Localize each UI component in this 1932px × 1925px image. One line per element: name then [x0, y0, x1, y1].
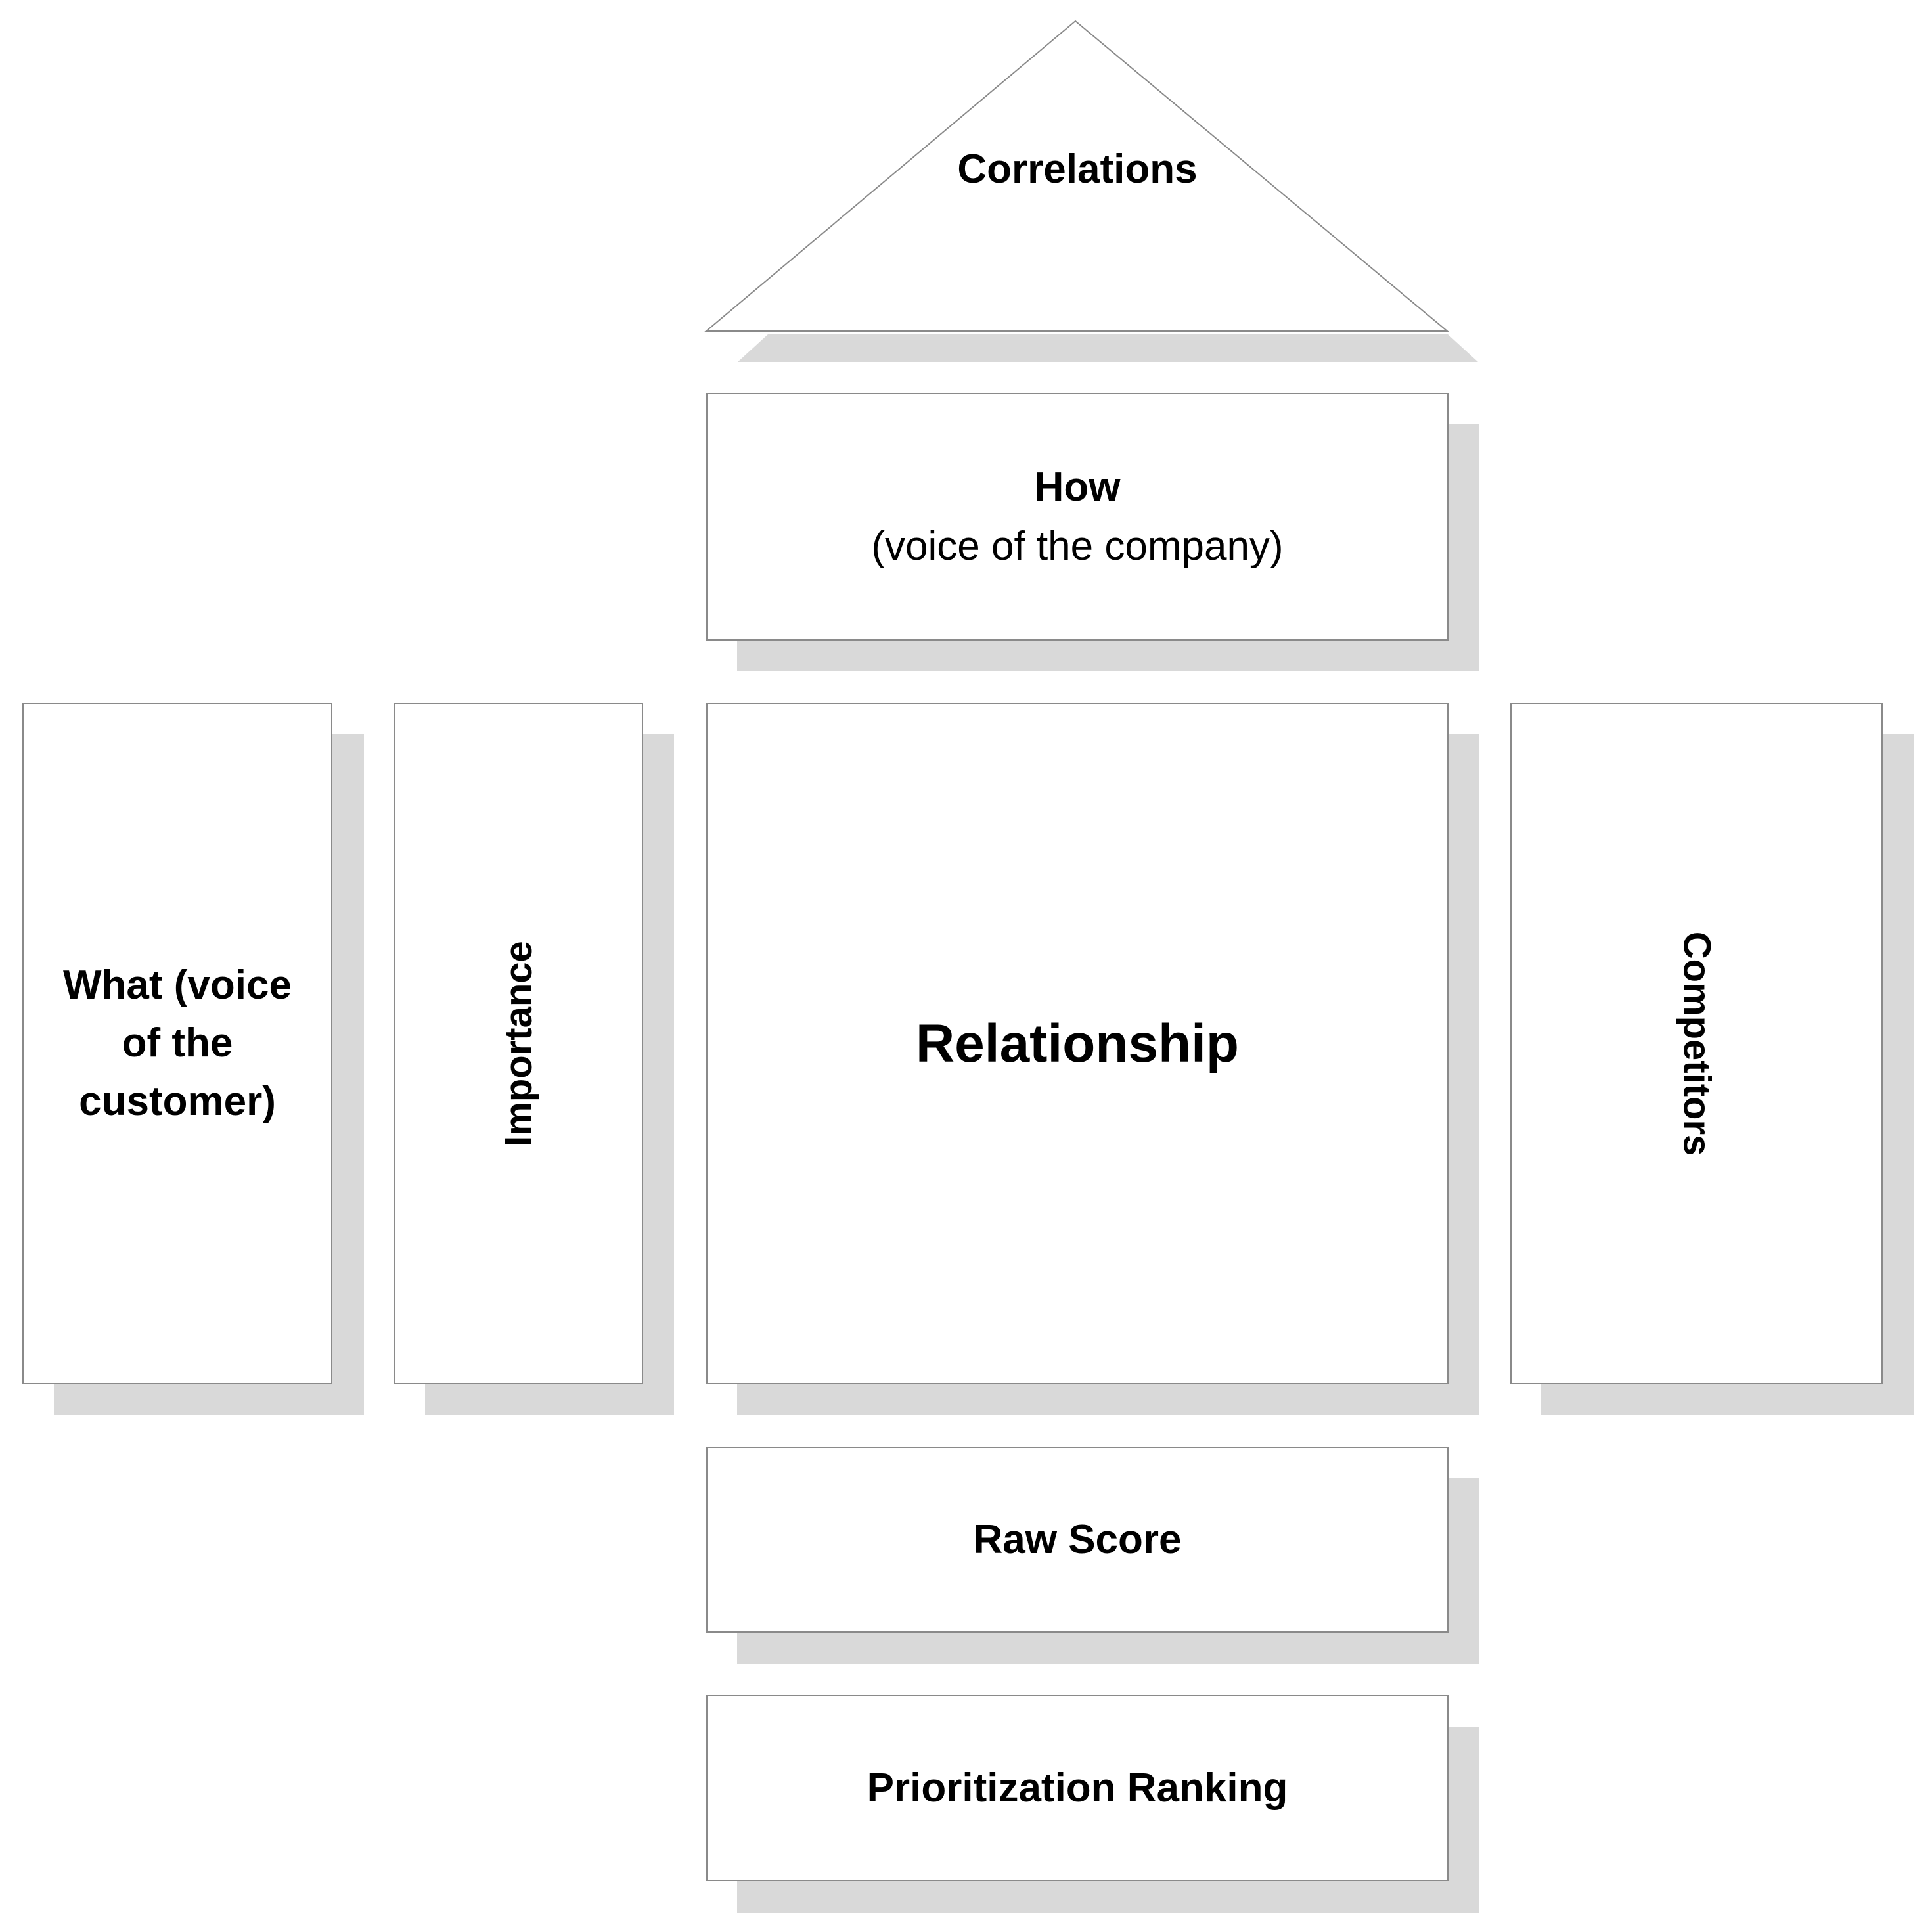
raw-score-label: Raw Score [973, 1516, 1182, 1562]
how-subtitle: (voice of the company) [871, 523, 1284, 569]
roof-shadow [738, 334, 1478, 362]
relationship-label: Relationship [915, 1013, 1240, 1074]
roof-triangle [704, 20, 1449, 332]
what-box: What (voice of the customer) [22, 703, 332, 1384]
prioritization-label: Prioritization Ranking [866, 1765, 1288, 1811]
prioritization-box: Prioritization Ranking [706, 1695, 1449, 1881]
importance-label: Importance [497, 941, 540, 1146]
competitors-box: Competitors [1510, 703, 1883, 1384]
how-box: How (voice of the company) [706, 393, 1449, 641]
how-title: How [1034, 464, 1121, 510]
importance-box: Importance [394, 703, 643, 1384]
raw-score-box: Raw Score [706, 1447, 1449, 1633]
relationship-box: Relationship [706, 703, 1449, 1384]
correlations-label: Correlations [957, 147, 1198, 192]
how-text: How (voice of the company) [871, 458, 1283, 576]
competitors-label: Competitors [1674, 931, 1718, 1156]
what-label: What (voice of the customer) [63, 962, 292, 1124]
